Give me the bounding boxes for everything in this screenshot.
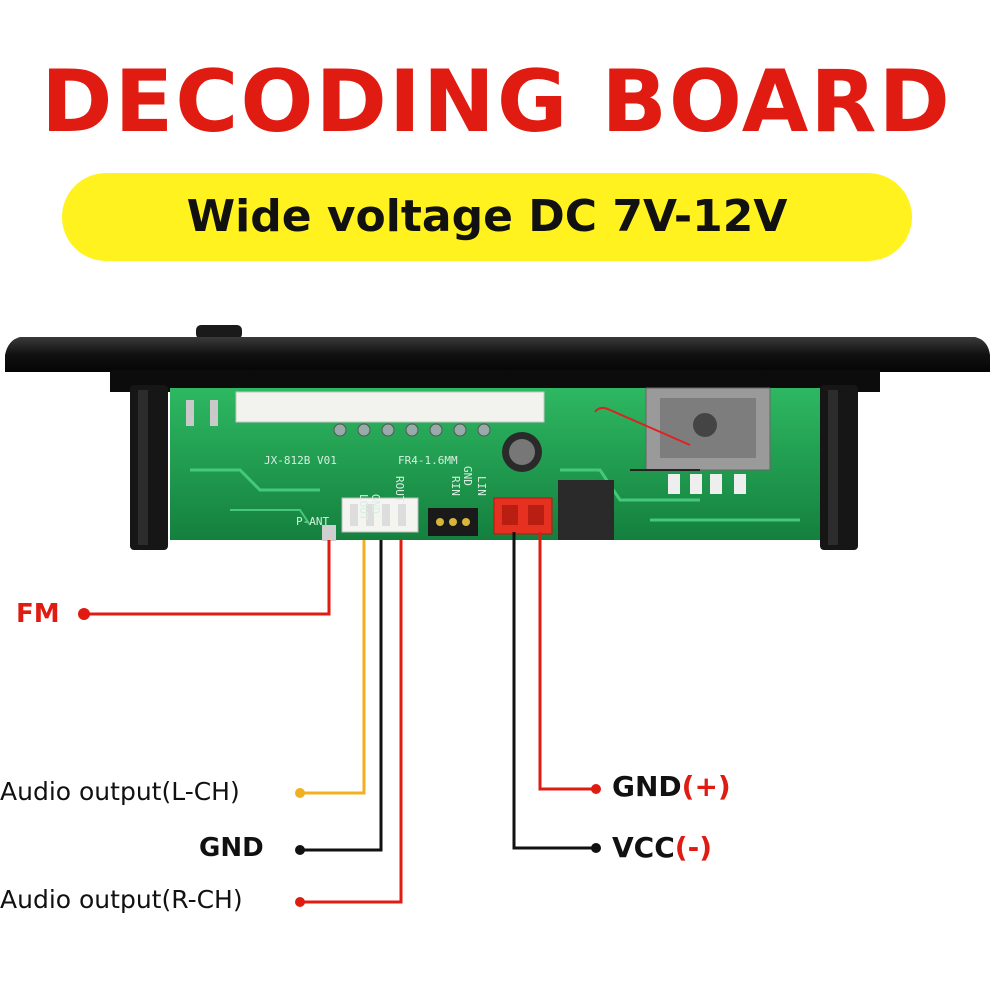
silk-lin: LIN bbox=[475, 476, 488, 496]
vcc-dot bbox=[591, 843, 601, 853]
silk-gnd2: GND bbox=[461, 466, 474, 486]
audio-left-label: Audio output(L-CH) bbox=[0, 777, 240, 806]
rch-wire bbox=[300, 540, 403, 904]
front-bezel bbox=[5, 325, 990, 392]
vcc-wire bbox=[512, 532, 596, 850]
pcb: JX-812B V01 FR4-1.6MM P-ANT LOUT GND ROU… bbox=[170, 387, 820, 541]
rch-dot bbox=[295, 897, 305, 907]
gnd-plus-label: GND(+) bbox=[612, 773, 731, 801]
gnd-dot bbox=[295, 845, 305, 855]
lch-dot bbox=[295, 788, 305, 798]
gnd-plus-suffix: (+) bbox=[681, 770, 731, 803]
fm-wire bbox=[84, 540, 331, 616]
lch-wire bbox=[300, 540, 366, 795]
silk-pant: P-ANT bbox=[296, 515, 329, 528]
silk-rin: RIN bbox=[449, 476, 462, 496]
gndp-dot bbox=[591, 784, 601, 794]
standoff-posts bbox=[130, 385, 858, 550]
header-pins bbox=[333, 423, 491, 437]
silk-gnd1: GND bbox=[369, 494, 382, 514]
audio-right-label: Audio output(R-CH) bbox=[0, 885, 243, 914]
vcc-suffix: (-) bbox=[674, 831, 712, 864]
gndp-wire bbox=[538, 532, 596, 791]
vcc-main: VCC bbox=[612, 831, 675, 864]
silk-lout: LOUT bbox=[357, 494, 370, 521]
subtitle: Wide voltage DC 7V-12V bbox=[186, 191, 788, 242]
silk-model: JX-812B V01 bbox=[264, 454, 337, 467]
fm-dot bbox=[78, 608, 90, 620]
silk-rout: ROUT bbox=[393, 476, 406, 503]
gnd-wire bbox=[300, 540, 383, 852]
title: DECODING BOARD bbox=[41, 52, 952, 152]
vcc-label: VCC(-) bbox=[612, 834, 712, 862]
gnd-label: GND bbox=[199, 833, 264, 863]
fm-label: FM bbox=[16, 599, 60, 629]
silk-fr4: FR4-1.6MM bbox=[398, 454, 458, 467]
subtitle-banner bbox=[62, 173, 912, 261]
gnd-plus-main: GND bbox=[612, 770, 682, 803]
